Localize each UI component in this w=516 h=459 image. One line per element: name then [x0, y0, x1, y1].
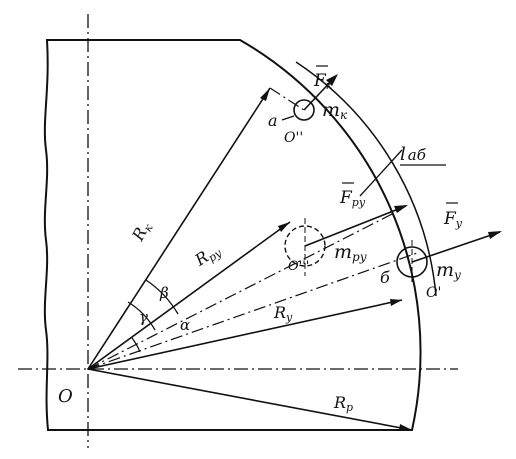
force-k-arrowhead [326, 74, 338, 86]
angle-arc-inner [127, 301, 156, 331]
arrowhead-radius-k [260, 88, 270, 101]
force-y-subscript: у [455, 217, 463, 230]
mass-k-circle [293, 99, 315, 121]
radius-py-label: Rру [191, 239, 225, 271]
force-py-arrow [304, 205, 407, 247]
mass-py-label: mру [334, 241, 367, 264]
force-py-symbol: F [339, 188, 353, 208]
radius-p-subscript: р [346, 401, 353, 414]
mass-py-subscript: ру [352, 250, 367, 264]
center-o2-label: O'' [284, 130, 303, 146]
point-a-label: a [268, 111, 278, 130]
mass-py-circle [284, 225, 326, 267]
mass-k-subscript: к [340, 108, 348, 122]
mass-py-symbol: m [334, 241, 352, 263]
radius-k-label: Rк [128, 218, 156, 246]
radius-k-line [87, 87, 271, 370]
radius-y-line [87, 299, 403, 370]
arc-length-curve [295, 61, 437, 297]
arrowhead-radius-py [278, 222, 290, 232]
force-y-symbol: F [443, 209, 457, 229]
centerline-py [87, 209, 401, 370]
body-outline [43, 39, 422, 431]
arc-length-symbol: l [400, 144, 406, 165]
centerline-y [87, 251, 421, 370]
force-y-arrowhead [488, 231, 502, 239]
arc-length-leader [359, 149, 403, 197]
point-a-tick [281, 115, 295, 121]
angle-arc-outer [145, 279, 179, 315]
force-py-label: Fру [339, 188, 366, 209]
force-y-arrow [411, 231, 501, 263]
center-o1-label: O' [426, 285, 441, 301]
origin-label: O [58, 386, 73, 407]
radius-k-centerline [269, 87, 305, 111]
force-py-subscript: ру [352, 196, 366, 209]
mass-k-label: mк [322, 99, 348, 122]
point-b-label: б [380, 268, 390, 287]
force-y-label: Fу [443, 209, 463, 230]
force-k-subscript: к [326, 79, 333, 92]
force-py-arrowhead [394, 205, 408, 213]
radius-y-label: Rу [273, 303, 293, 324]
force-k-label: Fк [313, 71, 333, 92]
mass-y-symbol: m [436, 259, 454, 281]
radius-y-symbol: R [273, 303, 286, 322]
mass-y-subscript: у [453, 268, 461, 282]
radius-y-subscript: у [285, 311, 293, 324]
force-k-symbol: F [313, 71, 327, 91]
mass-y-label: mу [436, 259, 461, 282]
angle-alpha-label: α [180, 316, 190, 334]
radius-p-symbol: R [333, 393, 346, 412]
arc-length-subscript: аб [408, 146, 427, 164]
arrowhead-radius-p [399, 424, 412, 431]
center-o3-label: O''' [288, 259, 309, 274]
angle-beta-label: β [159, 284, 169, 302]
angle-gamma-label: γ [139, 308, 148, 326]
arrowhead-radius-y [390, 299, 402, 306]
radius-p-line [87, 368, 413, 431]
angle-arc-small [131, 337, 141, 353]
radius-p-label: Rр [333, 393, 353, 414]
mass-k-symbol: m [322, 99, 340, 121]
radius-py-line [87, 221, 291, 370]
